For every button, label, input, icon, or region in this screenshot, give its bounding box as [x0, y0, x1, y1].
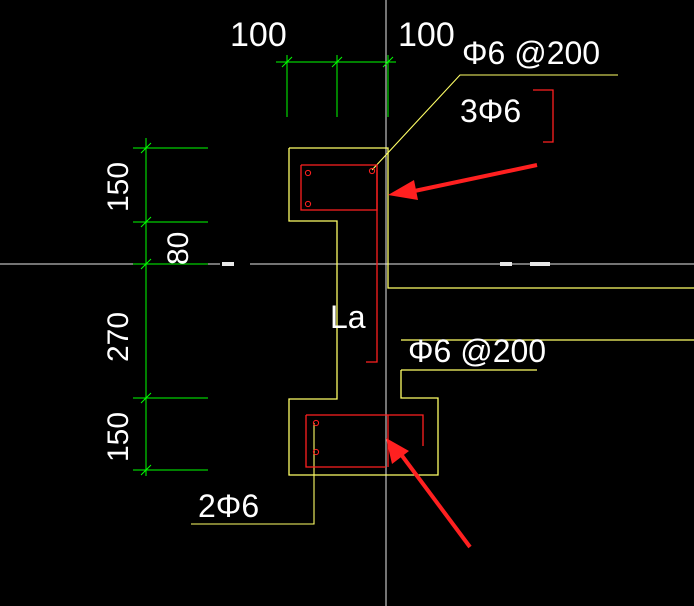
leader-lines	[191, 74, 618, 525]
dim-left-2: 80	[162, 232, 195, 265]
bottom-arrow-shaft	[398, 451, 472, 549]
bottom-leader	[191, 423, 315, 525]
dim-left-1: 150	[102, 162, 135, 212]
label-top-stirrup: Φ6 @200	[462, 35, 600, 71]
top-arrow-shaft	[404, 163, 538, 195]
bar-shape-symbol	[533, 89, 554, 143]
label-top-bars: 3Φ6	[460, 93, 521, 129]
bottom-stirrup-left	[305, 415, 386, 468]
label-bottom-stirrup: Φ6 @200	[408, 333, 546, 369]
dim-top-left: 100	[230, 16, 287, 54]
top-arrow-head	[388, 180, 418, 200]
dimension-lines	[133, 55, 396, 476]
annotation-arrows	[386, 163, 538, 549]
outline-left-profile	[288, 148, 439, 476]
outline-right-profile	[289, 147, 694, 289]
dim-left-4: 150	[102, 412, 135, 462]
anchorage-bar	[366, 170, 378, 363]
bottom-stirrup-top	[306, 414, 424, 446]
rebar-dots	[304, 167, 376, 456]
section-outline	[288, 147, 694, 476]
bottom-arrow-head	[386, 438, 409, 464]
label-bottom-bars: 2Φ6	[198, 488, 259, 524]
axis-dash-marks	[222, 262, 550, 266]
top-leader	[371, 74, 618, 171]
label-anchorage: La	[330, 299, 366, 335]
annotation-labels: Φ6 @200 3Φ6 La Φ6 @200 2Φ6	[198, 35, 600, 524]
dim-top-right: 100	[398, 16, 455, 54]
dimension-texts: 100 100 150 80 270 150	[102, 16, 455, 462]
dim-left-3: 270	[102, 312, 135, 362]
